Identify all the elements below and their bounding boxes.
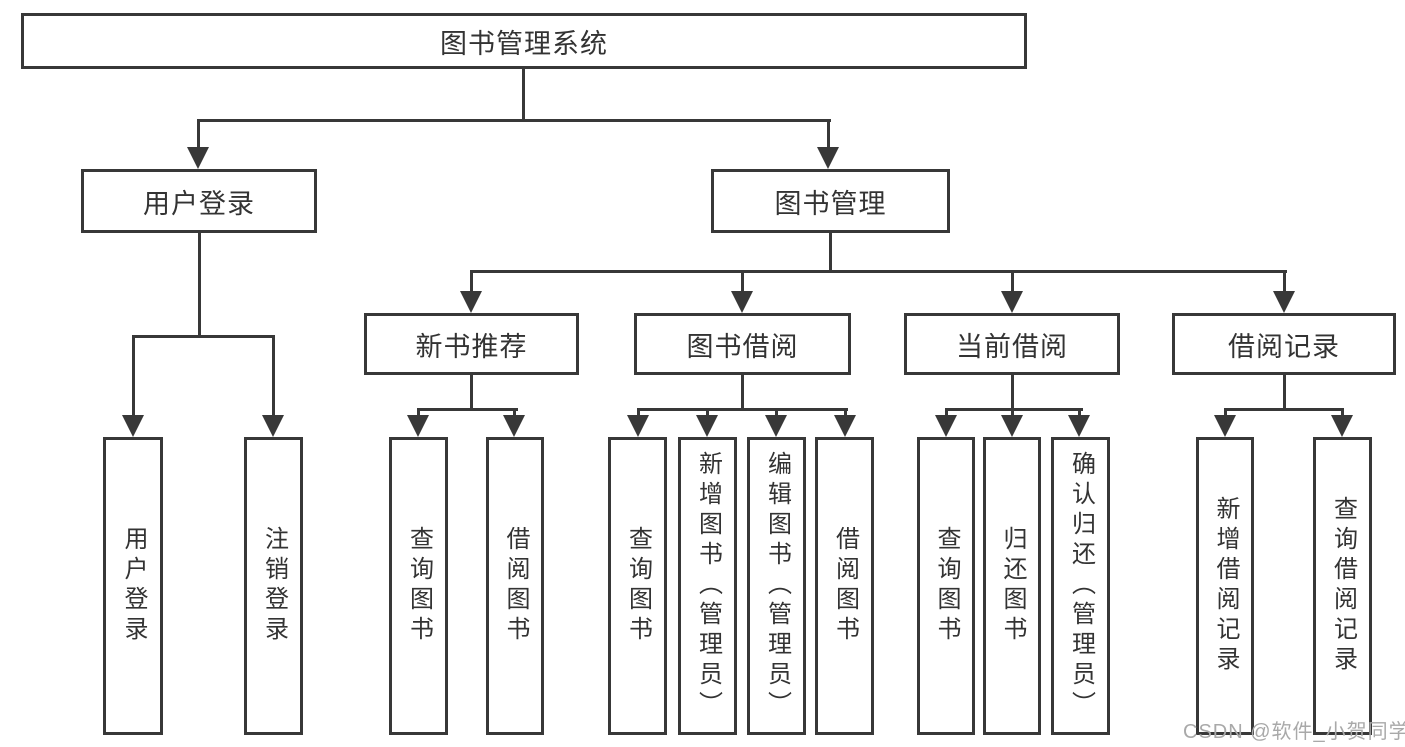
node-borrowing-records-label: 借阅记录 [1228,331,1340,362]
node-borrowing-records: 借阅记录 [1172,313,1396,375]
leaf-query-books-borrowing-label: 查询图书 [624,526,652,646]
arrowhead-l4 [696,415,718,437]
connector-recommend-v [470,375,473,411]
connector-records-h [1224,408,1344,411]
csdn-watermark: CSDN @软件_小贺同学 [1183,721,1405,743]
arrowhead-borrowing [731,291,753,313]
node-user-login-label: 用户登录 [143,188,255,219]
connector-stem-l8 [1011,408,1014,420]
connector-stem-user-login [197,119,200,150]
arrowhead-leaf-login [122,415,144,437]
node-root-label: 图书管理系统 [440,28,608,59]
connector-stem-l7 [945,408,948,420]
connector-stem-l3 [637,408,640,420]
leaf-query-books-recommend-label: 查询图书 [405,526,433,646]
node-user-login: 用户登录 [81,169,317,233]
arrowhead-l7 [935,415,957,437]
connector-borrowing-v [741,375,744,411]
leaf-add-books-admin: 新增图书（管理员） [678,437,737,735]
leaf-query-books-borrowing: 查询图书 [608,437,667,735]
node-book-management: 图书管理 [711,169,950,233]
connector-stem-l1 [417,408,420,420]
connector-stem-recommend [470,270,473,293]
leaf-borrow-books-recommend: 借阅图书 [486,437,544,735]
connector-current-h [945,408,1083,411]
leaf-edit-books-admin: 编辑图书（管理员） [747,437,806,735]
connector-stem-l2 [513,408,516,420]
leaf-query-books-current-label: 查询图书 [933,526,960,646]
leaf-confirm-return-admin: 确认归还（管理员） [1051,437,1110,735]
arrowhead-l10 [1214,415,1236,437]
arrowhead-user-login [187,147,209,169]
leaf-query-borrow-record-label: 查询借阅记录 [1329,496,1357,676]
leaf-user-login-label: 用户登录 [120,526,147,646]
arrowhead-l9 [1068,415,1090,437]
leaf-borrow-books-recommend-label: 借阅图书 [502,526,529,646]
leaf-query-books-recommend: 查询图书 [389,437,448,735]
connector-stem-l9 [1078,408,1081,420]
node-new-book-recommend: 新书推荐 [364,313,579,375]
connector-stem-book-management [827,119,830,150]
leaf-logout: 注销登录 [244,437,303,735]
node-current-borrowing: 当前借阅 [904,313,1120,375]
leaf-query-books-current: 查询图书 [917,437,975,735]
connector-login-v [198,233,201,337]
connector-root-v [522,68,525,121]
leaf-add-borrow-record: 新增借阅记录 [1196,437,1254,735]
connector-stem-l4 [706,408,709,420]
node-book-borrowing: 图书借阅 [634,313,851,375]
arrowhead-current [1001,291,1023,313]
leaf-confirm-return-admin-label: 确认归还（管理员） [1067,451,1095,721]
arrowhead-l8 [1001,415,1023,437]
leaf-return-books-label: 归还图书 [999,526,1026,646]
arrowhead-book-management [817,147,839,169]
connector-login-h [132,335,275,338]
connector-recommend-h [417,408,518,411]
leaf-borrow-books: 借阅图书 [815,437,874,735]
connector-stem-l5 [775,408,778,420]
arrowhead-l6 [834,415,856,437]
connector-stem-current [1011,270,1014,293]
node-book-management-label: 图书管理 [774,188,887,219]
leaf-query-borrow-record: 查询借阅记录 [1313,437,1372,735]
leaf-user-login: 用户登录 [103,437,163,735]
connector-current-v [1011,375,1014,411]
node-book-borrowing-label: 图书借阅 [686,331,799,362]
connector-mgmt-v [829,233,832,272]
connector-borrowing-h [637,408,848,411]
connector-stem-leaf-logout [272,335,275,418]
node-root: 图书管理系统 [21,13,1027,69]
connector-stem-borrowing [741,270,744,293]
leaf-return-books: 归还图书 [983,437,1041,735]
arrowhead-recommend [460,291,482,313]
node-new-book-recommend-label: 新书推荐 [415,331,528,362]
arrowhead-l5 [765,415,787,437]
arrowhead-leaf-logout [262,415,284,437]
leaf-add-borrow-record-label: 新增借阅记录 [1212,496,1239,676]
arrowhead-l3 [627,415,649,437]
connector-records-v [1283,375,1286,411]
leaf-logout-label: 注销登录 [260,526,288,646]
connector-stem-records [1283,270,1286,293]
arrowhead-records [1273,291,1295,313]
connector-stem-l10 [1224,408,1227,420]
connector-mgmt-h [470,270,1287,273]
arrowhead-l11 [1331,415,1353,437]
connector-stem-l11 [1341,408,1344,420]
arrowhead-l2 [503,415,525,437]
connector-stem-l6 [844,408,847,420]
leaf-borrow-books-label: 借阅图书 [831,526,859,646]
connector-stem-leaf-login [132,335,135,418]
arrowhead-l1 [407,415,429,437]
node-current-borrowing-label: 当前借阅 [956,331,1068,362]
leaf-edit-books-admin-label: 编辑图书（管理员） [763,451,791,721]
leaf-add-books-admin-label: 新增图书（管理员） [694,451,722,721]
connector-root-h [197,119,831,122]
